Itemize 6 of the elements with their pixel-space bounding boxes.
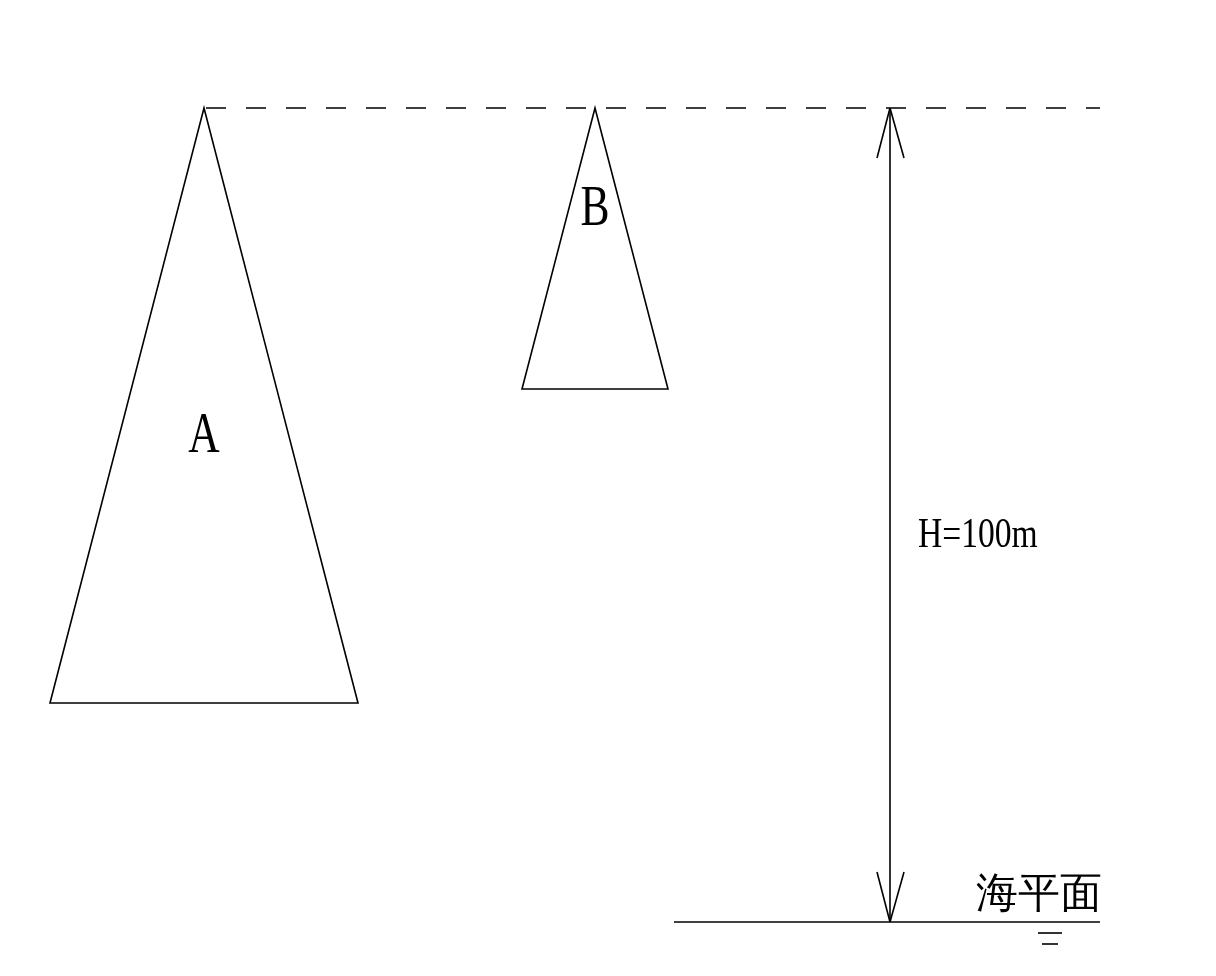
dimension-label: H=100m bbox=[918, 512, 1038, 554]
triangle-label: A bbox=[187, 404, 221, 462]
triangle bbox=[50, 108, 358, 703]
triangle-label: B bbox=[579, 177, 611, 235]
triangle bbox=[522, 108, 668, 389]
sea-level-label: 海平面 bbox=[976, 872, 1102, 914]
